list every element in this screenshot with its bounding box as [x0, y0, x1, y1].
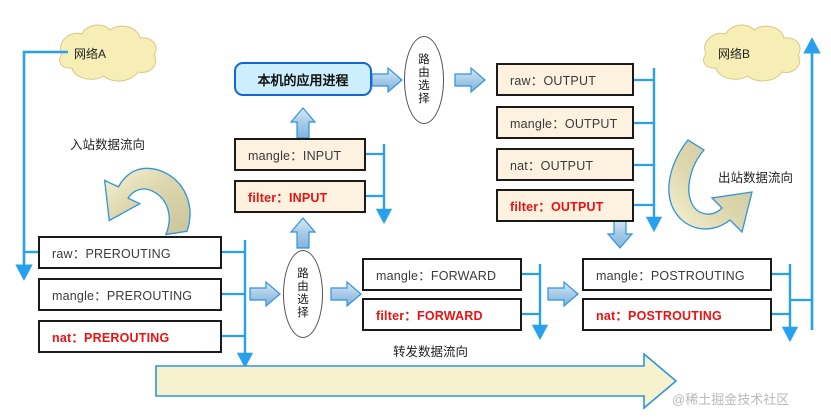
bus-output — [634, 68, 663, 233]
chain-label: mangle：POSTROUTING — [596, 269, 745, 283]
chain-mangle-prerouting[interactable]: mangle：PREROUTING — [38, 278, 222, 311]
block-arrow-output-to-postrouting — [606, 217, 634, 249]
cloud-label-network-a: 网络A — [74, 47, 107, 61]
bus-prerouting — [222, 240, 254, 369]
chain-nat-postrouting[interactable]: nat：POSTROUTING — [582, 298, 772, 331]
block-arrow-routing-to-forward — [330, 280, 362, 308]
block-arrow-routing-to-output — [454, 66, 486, 94]
chain-mangle-forward[interactable]: mangle：FORWARD — [362, 258, 522, 291]
label-forwarded-flow: 转发数据流向 — [393, 345, 469, 359]
block-arrow-app-to-routing — [371, 66, 403, 94]
chain-label: mangle：FORWARD — [376, 269, 497, 283]
block-arrow-routing-to-input — [289, 217, 317, 249]
label-outbound-flow: 出站数据流向 — [718, 171, 794, 185]
label-inbound-flow: 入站数据流向 — [70, 138, 146, 152]
routing-char-1: 路 — [297, 268, 309, 281]
chain-nat-prerouting[interactable]: nat：PREROUTING — [38, 320, 222, 353]
chain-label: nat：POSTROUTING — [596, 309, 722, 323]
routing-char-4: 择 — [297, 306, 309, 319]
cloud-network-a-shape — [59, 24, 157, 82]
chain-raw-output[interactable]: raw：OUTPUT — [496, 63, 634, 96]
chain-label: nat：PREROUTING — [52, 331, 170, 345]
app-process-label: 本机的应用进程 — [257, 72, 349, 88]
routing-char-3: 选 — [297, 294, 309, 306]
bus-forward — [522, 264, 549, 341]
curved-arrow-outbound — [668, 139, 753, 234]
path-networka-to-prerouting — [15, 50, 68, 281]
chain-label: raw：OUTPUT — [510, 74, 597, 88]
cloud-network-b-shape — [703, 24, 801, 82]
chain-filter-forward[interactable]: filter：FORWARD — [362, 298, 522, 331]
chain-filter-output[interactable]: filter：OUTPUT — [496, 189, 634, 222]
app-process-box[interactable]: 本机的应用进程 — [234, 62, 372, 96]
chain-nat-output[interactable]: nat：OUTPUT — [496, 148, 634, 181]
chain-label: mangle：OUTPUT — [510, 117, 618, 131]
routing-decision-top[interactable]: 路 由 选 择 — [404, 36, 444, 124]
routing-char-1: 路 — [418, 54, 430, 67]
block-arrow-forward-to-postrouting — [547, 280, 579, 308]
curved-arrow-inbound — [103, 167, 191, 236]
chain-label: nat：OUTPUT — [510, 159, 594, 173]
chain-label: raw：PREROUTING — [52, 247, 171, 261]
cloud-label-network-b: 网络B — [718, 47, 751, 61]
bus-postrouting — [772, 37, 821, 343]
chain-filter-input[interactable]: filter：INPUT — [234, 180, 366, 213]
chain-mangle-postrouting[interactable]: mangle：POSTROUTING — [582, 258, 772, 291]
routing-char-4: 择 — [418, 92, 430, 105]
chain-label: filter：INPUT — [248, 191, 328, 205]
chain-raw-prerouting[interactable]: raw：PREROUTING — [38, 236, 222, 269]
bus-input — [366, 144, 393, 225]
routing-char-3: 选 — [418, 80, 430, 92]
block-arrow-prerouting-to-routing — [249, 280, 281, 308]
chain-mangle-output[interactable]: mangle：OUTPUT — [496, 106, 634, 139]
chain-mangle-input[interactable]: mangle：INPUT — [234, 138, 366, 171]
block-arrow-input-to-app — [289, 107, 317, 139]
big-arrow-forwarded-flow — [155, 352, 678, 410]
routing-decision-bottom[interactable]: 路 由 选 择 — [283, 250, 323, 338]
routing-char-2: 由 — [297, 281, 309, 294]
chain-label: mangle：PREROUTING — [52, 289, 193, 303]
watermark: @稀土掘金技术社区 — [672, 392, 790, 407]
chain-label: filter：OUTPUT — [510, 200, 604, 214]
chain-label: mangle：INPUT — [248, 149, 342, 163]
chain-label: filter：FORWARD — [376, 309, 483, 323]
routing-char-2: 由 — [418, 67, 430, 80]
